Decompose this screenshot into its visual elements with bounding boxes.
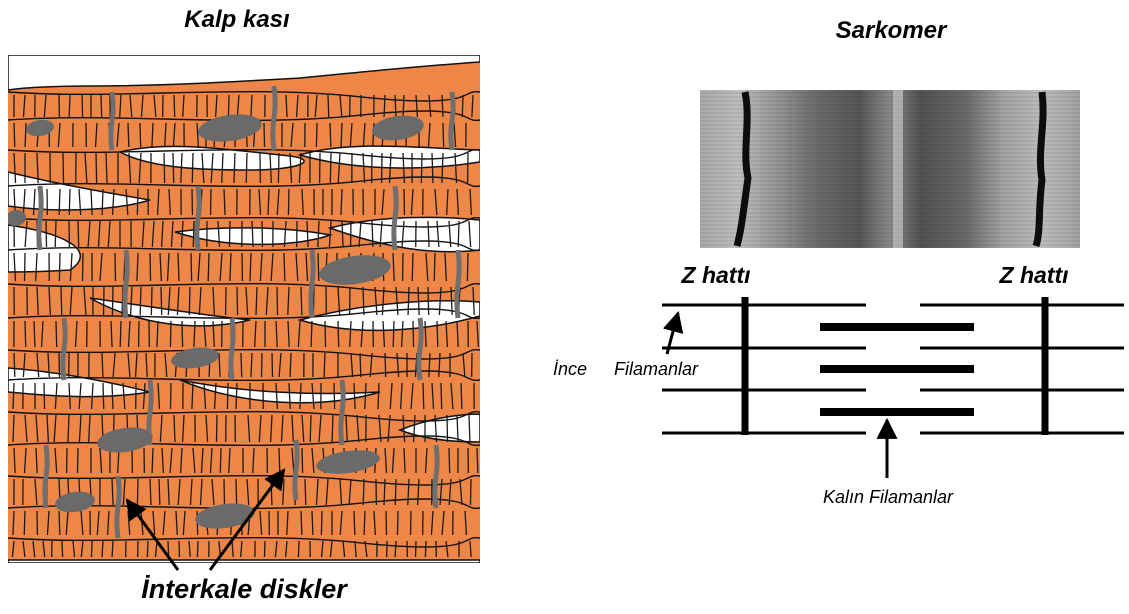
thin-filament-label-b: Filamanlar	[614, 359, 699, 379]
thick-filament-label: Kalın Filamanlar	[823, 487, 954, 507]
intercalated-disks-label: İnterkale diskler	[141, 574, 348, 604]
filament-arrows	[667, 313, 887, 478]
z-line-label-left: Z hattı	[681, 262, 751, 288]
cardiac-muscle-title: Kalp kası	[184, 6, 290, 33]
sarcomere-title: Sarkomer	[836, 17, 948, 44]
thin-filament-label-a: İnce	[553, 359, 587, 379]
sarcomere-micrograph	[700, 90, 1080, 248]
sarcomere-schematic	[662, 297, 1124, 435]
z-line-label-right: Z hattı	[999, 262, 1069, 288]
cardiac-muscle-illustration	[5, 55, 480, 563]
